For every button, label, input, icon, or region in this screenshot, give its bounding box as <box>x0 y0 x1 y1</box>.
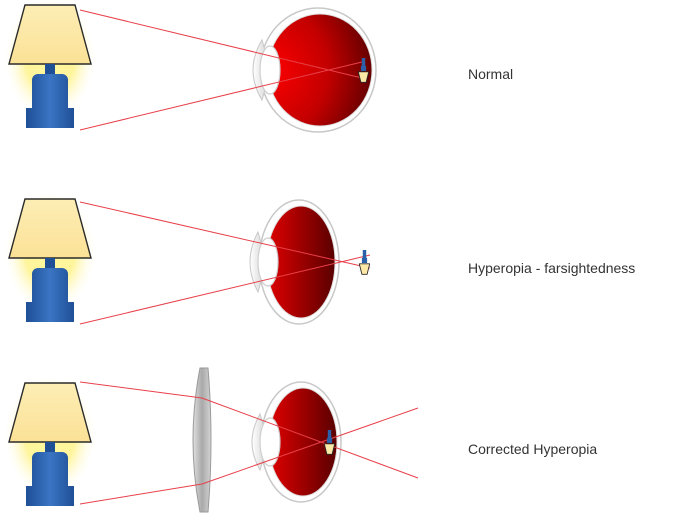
inverted-lamp-image-icon <box>359 250 369 274</box>
row-normal <box>5 0 376 132</box>
row-corrected <box>5 368 418 512</box>
caption-corrected-hyperopia: Corrected Hyperopia <box>468 441 597 457</box>
row-hyperopia <box>5 192 370 324</box>
eye-icon <box>250 200 339 324</box>
lamp-icon <box>5 0 95 128</box>
caption-normal: Normal <box>468 66 513 82</box>
caption-hyperopia: Hyperopia - farsightedness <box>468 260 635 276</box>
lamp-icon <box>5 192 95 322</box>
eye-icon <box>253 8 376 132</box>
corrective-lens-icon <box>193 368 211 512</box>
lamp-icon <box>5 376 95 506</box>
ray-lines <box>80 382 418 504</box>
